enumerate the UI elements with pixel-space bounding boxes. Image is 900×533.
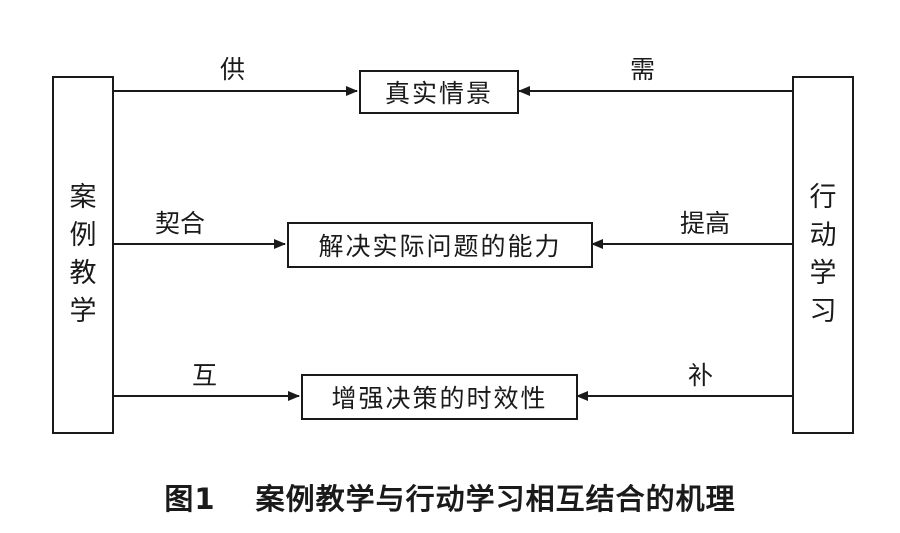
decision-timeliness-label: 增强决策的时效性 — [331, 384, 548, 413]
edge-label-supply: 供 — [220, 55, 246, 84]
vertical-char: 教 — [69, 258, 97, 289]
vertical-char: 学 — [809, 258, 837, 289]
real-scenario-box: 真实情景 — [359, 70, 519, 114]
problem-solving-ability-label: 解决实际问题的能力 — [318, 232, 562, 261]
vertical-char: 行 — [809, 182, 837, 213]
real-scenario-label: 真实情景 — [384, 79, 493, 108]
vertical-char: 动 — [809, 220, 837, 251]
vertical-char: 例 — [69, 220, 97, 251]
vertical-char: 学 — [69, 296, 97, 327]
problem-solving-ability-box: 解决实际问题的能力 — [287, 222, 593, 268]
action-learning-label: 行动学习 — [810, 179, 837, 331]
figure-title: 案例教学与行动学习相互结合的机理 — [255, 482, 736, 516]
decision-timeliness-box: 增强决策的时效性 — [301, 374, 578, 420]
figure-caption: 图1 案例教学与行动学习相互结合的机理 — [0, 476, 900, 518]
vertical-char: 案 — [69, 182, 97, 213]
edge-label-complement: 补 — [688, 361, 714, 390]
figure-number: 图1 — [164, 482, 216, 516]
vertical-char: 习 — [809, 296, 837, 327]
case-teaching-label: 案例教学 — [70, 179, 97, 331]
edge-label-demand: 需 — [630, 55, 656, 84]
edge-label-improve: 提高 — [680, 209, 731, 238]
action-learning-box: 行动学习 — [792, 76, 854, 434]
edge-label-fit: 契合 — [155, 209, 206, 238]
case-teaching-box: 案例教学 — [52, 76, 114, 434]
edge-label-mutual: 互 — [192, 361, 218, 390]
